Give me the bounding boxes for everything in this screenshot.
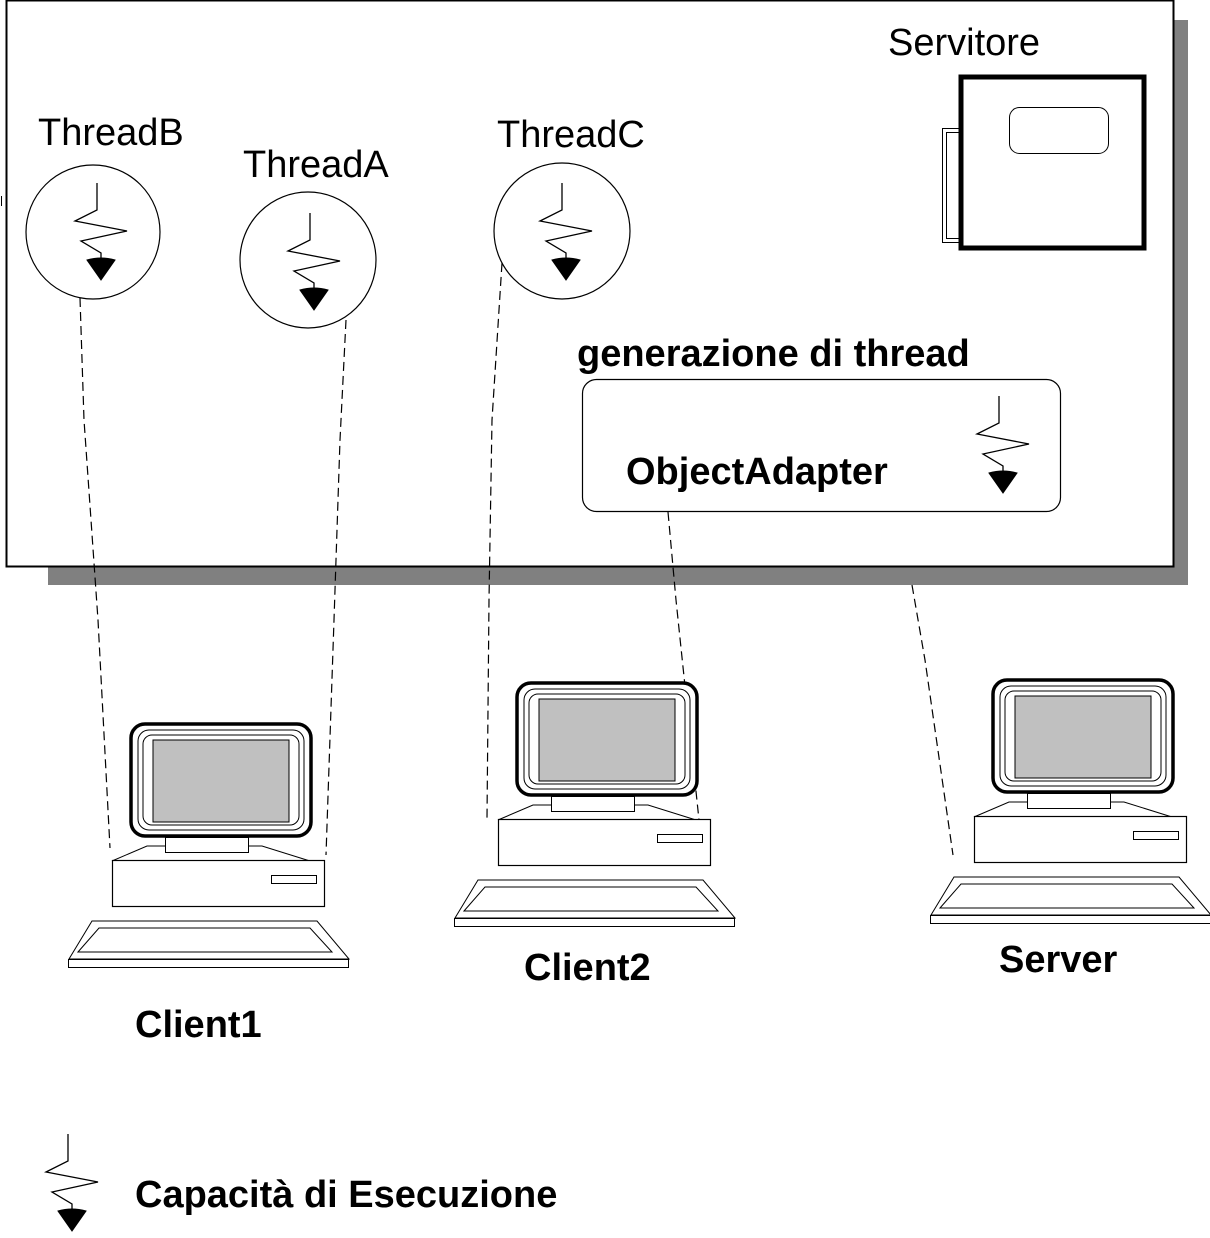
connection-objectadapter-client2 — [667, 511, 700, 821]
client2-label: Client2 — [524, 947, 651, 989]
client2-computer-icon[interactable] — [454, 681, 737, 927]
thread-c-circle — [493, 162, 631, 300]
connection-threadb-client1 — [79, 297, 111, 849]
keyboard — [68, 920, 351, 968]
monitor-stand — [165, 837, 249, 853]
object-adapter-label: ObjectAdapter — [626, 451, 888, 493]
execution-capacity-icon — [45, 1133, 99, 1232]
thread-b-circle — [25, 164, 161, 300]
thread-c-label: ThreadC — [497, 114, 645, 156]
connection-server-process-server — [911, 584, 954, 856]
connection-threadc-client2 — [486, 262, 503, 819]
thread-c[interactable]: ThreadC — [493, 114, 645, 300]
object-adapter[interactable]: ObjectAdapter — [581, 378, 1062, 513]
drive-slot — [1133, 831, 1179, 840]
legend-label: Capacità di Esecuzione — [135, 1174, 557, 1216]
process-frame-shadow — [48, 20, 1188, 585]
drive-slot — [271, 875, 317, 884]
server-computer-icon[interactable] — [930, 678, 1210, 924]
monitor-stand — [1027, 793, 1111, 809]
client1-label: Client1 — [135, 1004, 262, 1046]
thread-generation-label: generazione di thread — [577, 333, 970, 375]
monitor-stand — [551, 796, 635, 812]
thread-b[interactable]: ThreadB — [25, 112, 184, 300]
server-label: Server — [999, 939, 1118, 981]
client1-computer-icon[interactable] — [68, 722, 351, 968]
connection-threada-client1 — [325, 319, 347, 856]
connections — [79, 262, 954, 856]
thread-a-label: ThreadA — [243, 144, 389, 186]
drive-slot — [657, 834, 703, 843]
monitor-screen — [1014, 695, 1152, 779]
thread-a-circle — [239, 191, 377, 329]
monitor-screen — [152, 739, 290, 823]
machines — [68, 678, 1210, 968]
object-adapter-box — [581, 378, 1062, 513]
servant-icon[interactable] — [942, 74, 1147, 251]
thread-b-label: ThreadB — [38, 112, 184, 154]
thread-a[interactable]: ThreadA — [239, 144, 389, 329]
keyboard — [454, 879, 737, 927]
keyboard — [930, 876, 1210, 924]
servant-label: Servitore — [888, 22, 1040, 64]
legend: Capacità di Esecuzione — [45, 1133, 557, 1232]
monitor-screen — [538, 698, 676, 782]
